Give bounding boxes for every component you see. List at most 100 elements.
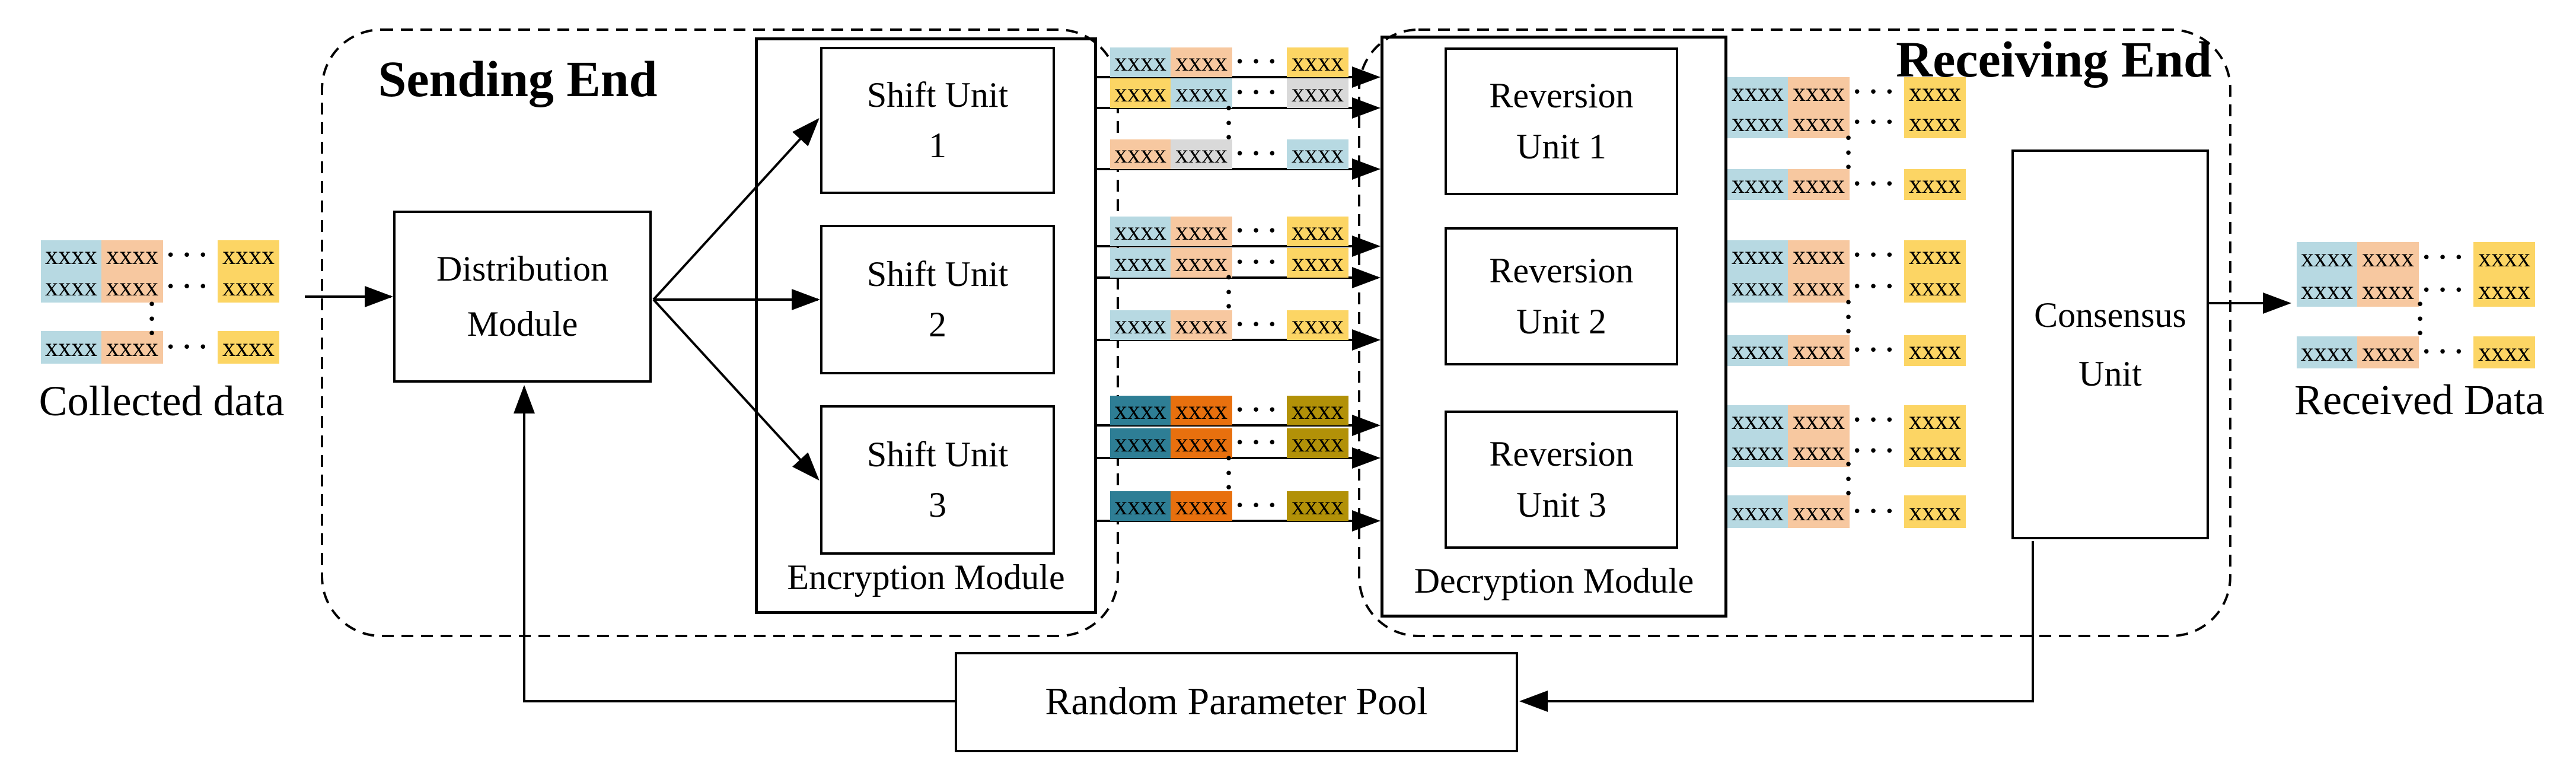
- cell-text: xxxx: [1175, 217, 1228, 246]
- cell-text: xxxx: [222, 332, 275, 362]
- ellipsis-horizontal: •••: [1235, 145, 1284, 163]
- cell-text: xxxx: [1175, 248, 1228, 277]
- cell-text: xxxx: [222, 272, 275, 301]
- data-cell-olive: xxxx: [1287, 428, 1348, 458]
- cell-text: xxxx: [1793, 108, 1845, 138]
- data-cell-blue: xxxx: [1727, 335, 1788, 366]
- cell-text: xxxx: [1175, 491, 1228, 520]
- data-cell-blue: xxxx: [41, 331, 101, 364]
- ellipsis-vertical: •••: [1224, 100, 1233, 148]
- cell-text: xxxx: [1909, 406, 1961, 435]
- cell-text: xxxx: [1909, 336, 1961, 365]
- data-cell-peach: xxxx: [2357, 336, 2419, 368]
- ellipsis-vertical: •••: [1844, 130, 1853, 177]
- cell-text: xxxx: [1732, 108, 1784, 138]
- data-cell-blue: xxxx: [1727, 495, 1788, 528]
- ellipsis-horizontal: ••••••: [2421, 249, 2470, 300]
- ellipsis-vertical: •••: [147, 296, 157, 343]
- cell-text: xxxx: [1292, 491, 1344, 520]
- data-cell-yellow: xxxx: [1110, 78, 1171, 108]
- data-cell-peach: xxxx: [1171, 47, 1232, 77]
- data-row: xxxx xxxx ••• xxxx: [1110, 78, 1350, 108]
- cell-text: xxxx: [1114, 217, 1166, 246]
- cell-text: xxxx: [1732, 497, 1784, 526]
- cell-text: xxxx: [222, 241, 275, 271]
- ellipsis-horizontal: •••: [1235, 53, 1284, 71]
- cell-text: xxxx: [1732, 170, 1784, 199]
- cell-text: xxxx: [1114, 78, 1166, 107]
- cell-text: xxxx: [1292, 139, 1344, 168]
- cell-text: xxxx: [106, 332, 158, 362]
- data-cell-yellow: xxxx: [2473, 336, 2535, 368]
- cell-text: xxxx: [1793, 497, 1845, 526]
- cell-text: xxxx: [1793, 336, 1845, 365]
- cell-text: xxxx: [1175, 47, 1228, 77]
- data-cell-yellow: xxxx: [1287, 248, 1348, 278]
- arrow-consensus-to-pool: [1519, 541, 2034, 712]
- cell-text: xxxx: [1114, 396, 1166, 425]
- ellipsis-horizontal: •••: [1235, 84, 1284, 102]
- cell-text: xxxx: [1292, 217, 1344, 246]
- cell-text: xxxx: [2478, 338, 2530, 367]
- cell-text: xxxx: [45, 332, 97, 362]
- data-cell-yellow: xxxx: [218, 331, 279, 364]
- cell-text: xxxx: [1114, 248, 1166, 277]
- data-cell-peach: xxxx: [1171, 248, 1232, 278]
- ellipsis-horizontal: •••: [1235, 402, 1284, 419]
- cell-text: xxxx: [1292, 396, 1344, 425]
- data-cell-teal: xxxx: [1110, 491, 1171, 521]
- data-cell-blue: xxxx: [1287, 139, 1348, 169]
- ellipsis-horizontal: ••••••: [1852, 83, 1901, 132]
- data-cell-blue: xxxx: [1110, 310, 1171, 340]
- data-cell-peach: xxxx: [1171, 310, 1232, 340]
- cell-text: xxxx: [2301, 275, 2353, 305]
- ellipsis-horizontal: •••: [1852, 502, 1901, 521]
- cell-text: xxxx: [1292, 248, 1344, 277]
- data-cell-blue: xxxx: [1171, 78, 1232, 108]
- cell-text: xxxx: [1732, 336, 1784, 365]
- data-cell-peach: xxxx: [1788, 495, 1850, 528]
- ellipsis-horizontal: •••: [1852, 176, 1901, 193]
- data-cell-gray: xxxx: [1287, 78, 1348, 108]
- ellipsis-horizontal: ••••••: [165, 247, 215, 296]
- arrows-encrypted-streams: [1096, 66, 1381, 532]
- cell-text: xxxx: [1793, 437, 1845, 466]
- cell-text: xxxx: [1114, 139, 1166, 168]
- cell-text: xxxx: [1175, 396, 1228, 425]
- data-cell-olive: xxxx: [1287, 396, 1348, 425]
- cell-text: xxxx: [1793, 170, 1845, 199]
- cell-text: xxxx: [2478, 243, 2530, 273]
- arrow-pool-to-distribution: [514, 385, 955, 702]
- cell-text: xxxx: [1292, 78, 1344, 107]
- cell-text: xxxx: [1175, 310, 1228, 339]
- data-cell-blue: xxxx: [1110, 217, 1171, 246]
- data-cell-yellow: xxxx: [1287, 47, 1348, 77]
- data-row: xxxx xxxx ••• xxxx: [1727, 495, 1968, 528]
- data-row: xxxx xxxx ••• xxxx: [1110, 139, 1350, 169]
- cell-text: xxxx: [1909, 497, 1961, 526]
- cell-text: xxxx: [1292, 428, 1344, 457]
- data-cell-yellow: xxxx: [1904, 335, 1966, 366]
- cell-text: xxxx: [1175, 139, 1228, 168]
- cell-text: xxxx: [1175, 78, 1228, 107]
- ellipsis-vertical: •••: [1224, 450, 1233, 498]
- data-cell-teal: xxxx: [1110, 396, 1171, 425]
- ellipsis-horizontal: •••: [1235, 434, 1284, 452]
